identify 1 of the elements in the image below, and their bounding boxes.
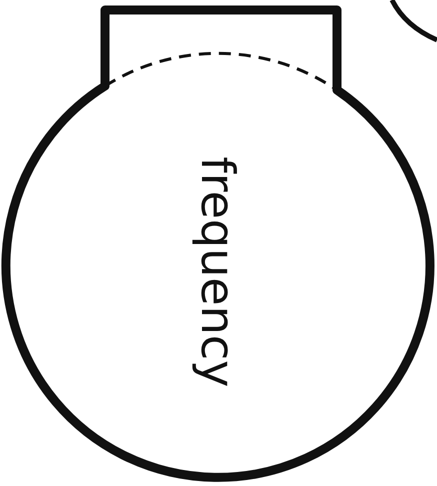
tag-label: frequency: [191, 156, 245, 388]
